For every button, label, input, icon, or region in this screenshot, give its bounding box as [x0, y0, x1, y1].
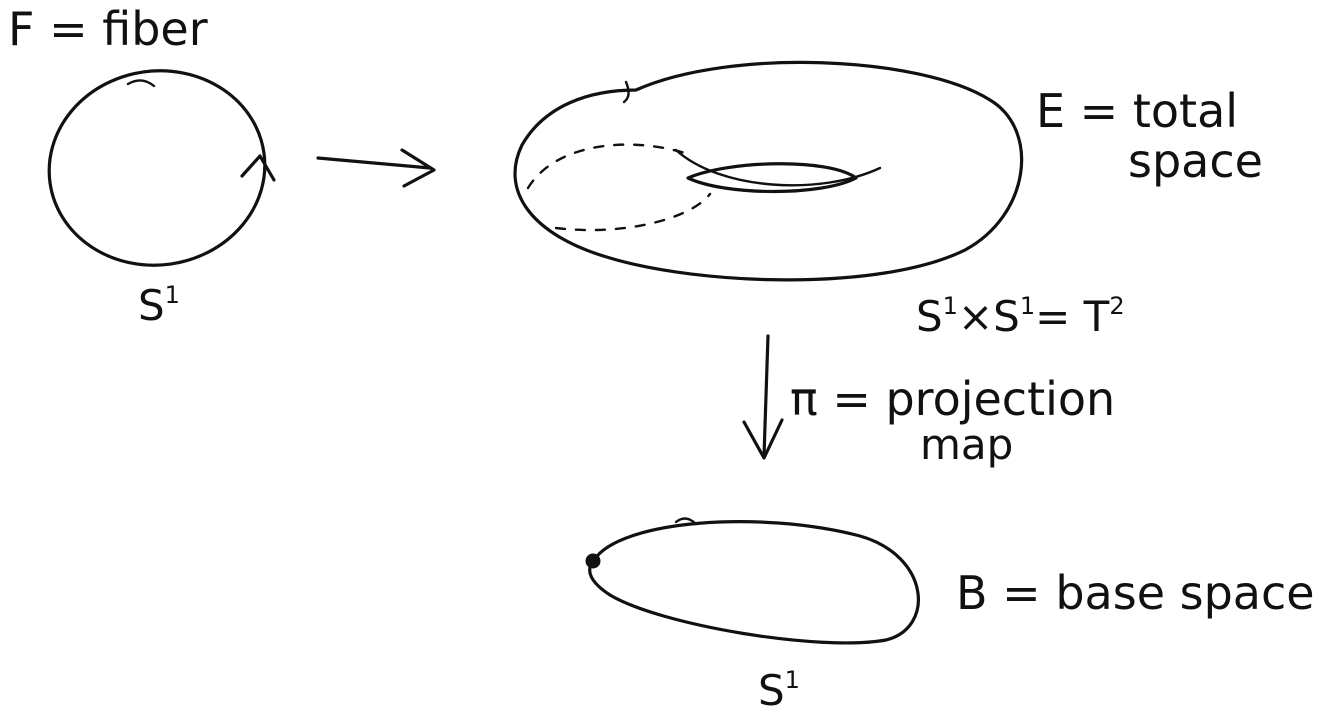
torus-meridian-back [526, 143, 690, 190]
total-space-label: E = total [1036, 84, 1239, 138]
base-space-symbol: S1 [758, 666, 800, 715]
base-space-label: B = base space [956, 566, 1315, 620]
fiber-space-label: S1 [138, 281, 180, 330]
fiber-circle-tick [126, 79, 156, 88]
base-point [585, 553, 601, 569]
torus [513, 60, 1024, 282]
fiber-circle [47, 69, 276, 267]
fiber-label: F = fiber [8, 2, 208, 56]
fiber-orientation-arrow [240, 154, 276, 182]
total-space-label-line2: space [1128, 134, 1263, 188]
base-circle [585, 517, 920, 645]
base-circle-tick [674, 517, 698, 526]
projection-label-line2: map [920, 420, 1014, 469]
torus-meridian-front [554, 192, 712, 232]
torus-inner-rim [674, 148, 882, 187]
projection-arrow [742, 334, 784, 460]
torus-product-label: S1×S1= T2 [916, 292, 1125, 341]
inclusion-arrow [316, 148, 436, 188]
torus-seam [622, 80, 630, 104]
projection-label: π = projection [790, 372, 1116, 426]
torus-hole [686, 162, 858, 194]
